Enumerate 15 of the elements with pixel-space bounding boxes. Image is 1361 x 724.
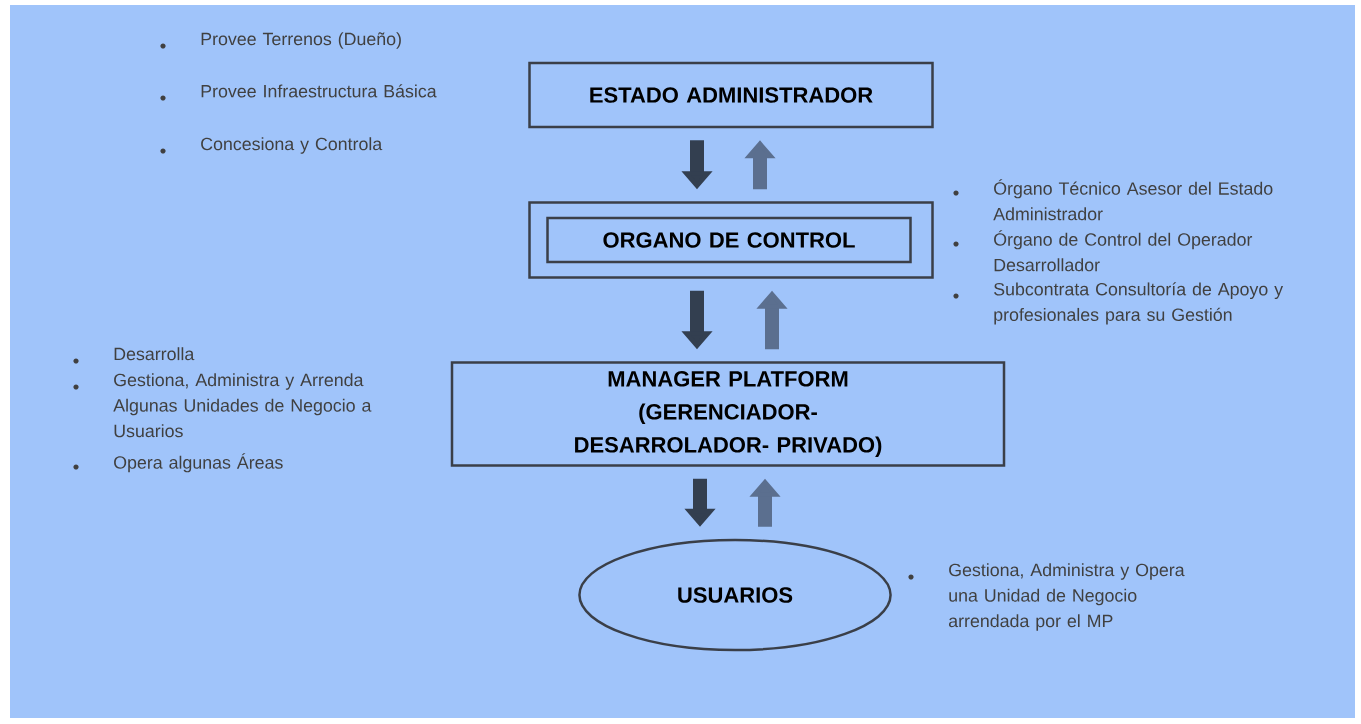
bullet-text: Órgano de Control del Operador Desarrollador <box>994 230 1253 272</box>
process-box <box>528 201 934 279</box>
bullet-text: Provee Terrenos (Dueño) <box>201 32 401 49</box>
bullet-text: Gestiona, Administra y Opera una Unidad de Negocio arrendada por el MP <box>948 563 1185 631</box>
process-box: ORGANO DE CONTROL <box>546 216 912 264</box>
bullet-text: Opera algunas Áreas <box>114 453 283 473</box>
bullet-text: Órgano Técnico Asesor del Estado Administrador <box>993 179 1273 221</box>
bullet-text: Concesiona y Controla <box>201 137 383 154</box>
ellipse-node: USUARIOS <box>578 538 892 652</box>
bullet-text: Desarrolla <box>114 347 195 361</box>
bullet-text: Gestiona, Administra y Arrenda Algunas Unidades de Negocio a Usuarios <box>113 373 372 438</box>
bullet-text: Provee Infraestructura Básica <box>201 84 437 98</box>
bullet-text: Subcontrata Consultoría de Apoyo y profesionales para su Gestión <box>994 282 1284 325</box>
process-box: ESTADO ADMINISTRADOR <box>528 61 934 129</box>
process-box: MANAGER PLATFORM (GERENCIADOR- DESARROLADOR- PRIVADO) <box>450 361 1006 467</box>
